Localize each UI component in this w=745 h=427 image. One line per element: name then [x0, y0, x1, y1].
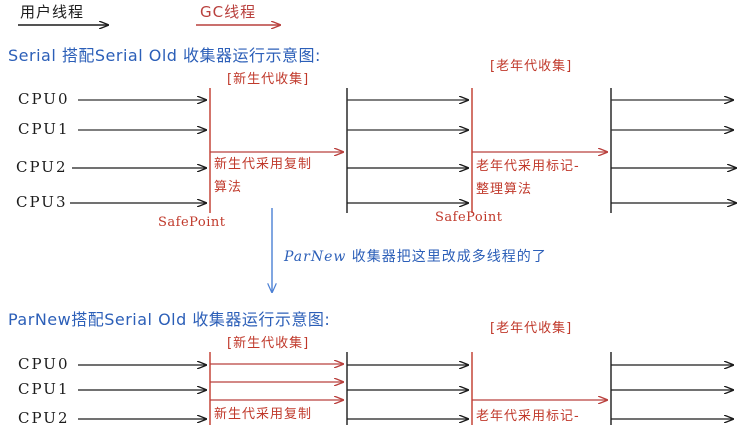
bottom-diagram-title: ParNew搭配Serial Old 收集器运行示意图:: [8, 310, 331, 329]
top-user-thread-lines-left: [70, 100, 206, 203]
top-old-gen-algorithm-line1: 老年代采用标记-: [476, 159, 580, 174]
top-diagram-title: Serial 搭配Serial Old 收集器运行示意图:: [8, 46, 321, 65]
legend-user-thread-label: 用户线程: [20, 3, 85, 21]
top-safepoint-label-left: SafePoint: [158, 215, 226, 230]
bottom-user-thread-lines-right: [611, 365, 733, 419]
bottom-gc-young-arrows: [210, 364, 343, 400]
parnew-note: ParNew 收集器把这里改成多线程的了: [284, 250, 547, 264]
bottom-cpu-label-0: CPU0: [18, 355, 70, 373]
top-young-gen-algorithm-line1: 新生代采用复制: [214, 157, 313, 172]
bottom-young-gen-phase-label: [新生代收集]: [227, 336, 310, 351]
bottom-user-thread-lines-mid: [347, 365, 468, 419]
top-user-thread-lines-mid: [347, 100, 468, 203]
bottom-old-gen-phase-label: [老年代收集]: [490, 321, 573, 336]
parnew-note-cn: 收集器把这里改成多线程的了: [346, 249, 547, 265]
top-cpu-label-0: CPU0: [18, 90, 70, 108]
top-young-gen-algorithm-line2: 算法: [214, 180, 243, 195]
top-old-gen-phase-label: [老年代收集]: [490, 59, 573, 74]
bottom-cpu-label-2: CPU2: [18, 409, 70, 427]
top-young-gen-phase-label: [新生代收集]: [227, 72, 310, 87]
bottom-cpu-label-1: CPU1: [18, 380, 70, 398]
bottom-user-thread-lines-left: [78, 365, 206, 419]
bottom-old-gen-algorithm-line1: 老年代采用标记-: [476, 409, 580, 424]
top-user-thread-lines-right: [611, 100, 736, 203]
legend-gc-thread-label: GC线程: [200, 3, 257, 21]
top-cpu-label-1: CPU1: [18, 120, 70, 138]
top-old-gen-algorithm-line2: 整理算法: [476, 182, 533, 197]
top-cpu-label-2: CPU2: [16, 158, 68, 176]
bottom-young-gen-algorithm-line1: 新生代采用复制: [214, 407, 313, 422]
top-cpu-label-3: CPU3: [16, 193, 68, 211]
top-safepoint-label-right: SafePoint: [435, 210, 503, 225]
parnew-note-en: ParNew: [284, 249, 347, 265]
